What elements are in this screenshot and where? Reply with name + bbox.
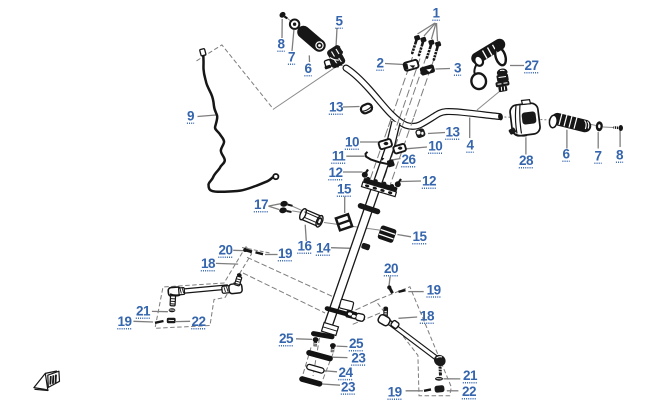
svg-text:22: 22 [191, 314, 205, 329]
svg-text:18: 18 [201, 256, 216, 271]
svg-text:23: 23 [341, 380, 356, 395]
svg-text:15: 15 [337, 182, 352, 197]
svg-text:9: 9 [187, 109, 194, 124]
svg-text:6: 6 [562, 147, 570, 162]
svg-text:21: 21 [463, 368, 478, 383]
svg-text:25: 25 [349, 336, 364, 351]
svg-text:4: 4 [466, 138, 474, 153]
svg-text:19: 19 [427, 282, 441, 297]
svg-text:19: 19 [388, 385, 402, 400]
svg-text:13: 13 [329, 100, 344, 115]
svg-text:11: 11 [332, 149, 346, 164]
svg-text:22: 22 [462, 384, 476, 399]
svg-text:3: 3 [454, 61, 462, 76]
svg-text:12: 12 [328, 165, 342, 180]
svg-text:8: 8 [616, 148, 624, 163]
svg-text:5: 5 [335, 14, 343, 29]
svg-text:14: 14 [316, 241, 331, 256]
svg-text:10: 10 [345, 135, 359, 150]
svg-text:19: 19 [278, 246, 292, 261]
svg-text:12: 12 [422, 174, 436, 189]
svg-text:20: 20 [384, 261, 398, 276]
svg-text:23: 23 [351, 351, 366, 366]
svg-text:7: 7 [594, 149, 601, 164]
svg-text:16: 16 [297, 239, 312, 254]
svg-text:15: 15 [412, 229, 427, 244]
svg-text:24: 24 [338, 365, 353, 380]
svg-text:7: 7 [288, 50, 295, 65]
svg-text:10: 10 [428, 139, 442, 154]
svg-text:2: 2 [376, 56, 383, 71]
svg-text:13: 13 [445, 125, 460, 140]
svg-text:27: 27 [524, 58, 538, 73]
svg-text:21: 21 [136, 304, 151, 319]
svg-text:6: 6 [304, 61, 312, 76]
svg-text:25: 25 [279, 331, 294, 346]
svg-text:1: 1 [432, 6, 440, 21]
svg-text:19: 19 [117, 314, 131, 329]
svg-text:18: 18 [420, 309, 435, 324]
svg-text:20: 20 [218, 243, 232, 258]
svg-text:28: 28 [519, 153, 534, 168]
svg-text:8: 8 [277, 37, 285, 52]
svg-text:26: 26 [401, 152, 416, 167]
svg-text:17: 17 [254, 197, 268, 212]
